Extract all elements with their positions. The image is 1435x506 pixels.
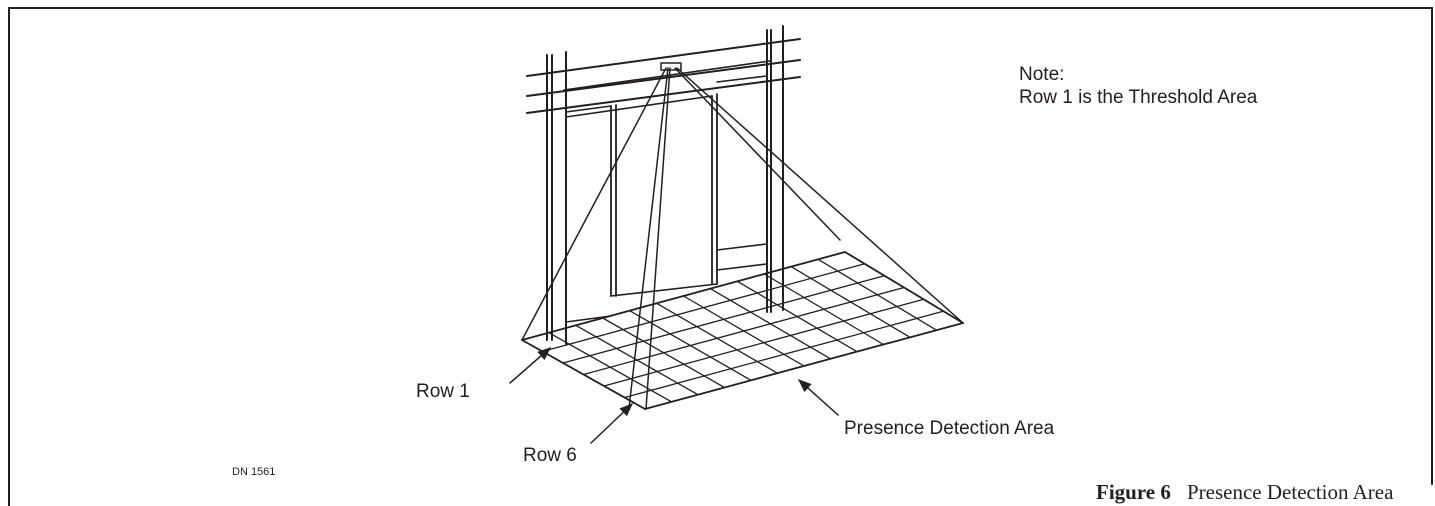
header-beam-low <box>526 76 801 114</box>
presence-area-label: Presence Detection Area <box>844 418 1055 439</box>
door-bottom-line <box>610 283 718 297</box>
grid-column-line <box>790 266 911 338</box>
grid-column-line <box>736 280 858 353</box>
grid-column-line <box>763 273 885 346</box>
beam-line <box>628 67 669 409</box>
right-sidelight <box>716 75 768 271</box>
grid-column-line <box>548 332 673 403</box>
row-6-arrow <box>590 403 633 444</box>
grid-column-line <box>682 295 805 367</box>
beam-line <box>676 67 964 324</box>
header-beam-top <box>526 38 801 77</box>
grid-edge <box>521 339 646 410</box>
right-jamb <box>766 25 784 313</box>
sensor-unit <box>660 62 682 71</box>
grid-column-line <box>709 288 832 360</box>
row-1-label: Row 1 <box>416 381 470 402</box>
figure-title: Presence Detection Area <box>1187 480 1394 504</box>
callout-arrows <box>509 347 839 444</box>
grid-column-line <box>575 324 699 396</box>
presence-area-arrow <box>797 379 839 416</box>
door-assembly <box>526 25 801 345</box>
note-text: Row 1 is the Threshold Area <box>1019 87 1258 108</box>
left-jamb <box>546 51 567 345</box>
beam-line <box>645 67 671 410</box>
sensor-beams <box>521 67 964 410</box>
beam-line <box>674 67 841 241</box>
grid-column-line <box>629 310 752 381</box>
note-heading: Note: <box>1019 64 1064 85</box>
sliding-panel-left <box>610 104 617 297</box>
door-opening-top <box>565 95 713 118</box>
sliding-panel-right <box>711 93 718 285</box>
grid-column-line <box>602 317 726 389</box>
beam-line <box>521 67 667 341</box>
figure-label: Figure 6 <box>1096 480 1171 504</box>
page-frame <box>8 7 1433 506</box>
grid-column-line <box>817 258 938 331</box>
row-6-label: Row 6 <box>523 445 577 466</box>
row-1-arrow <box>509 347 552 384</box>
header-beam-mid <box>526 59 801 97</box>
grid-edge <box>844 251 964 324</box>
grid-column-line <box>655 302 779 374</box>
detection-grid <box>521 251 964 410</box>
drawing-number: DN 1561 <box>232 466 275 478</box>
